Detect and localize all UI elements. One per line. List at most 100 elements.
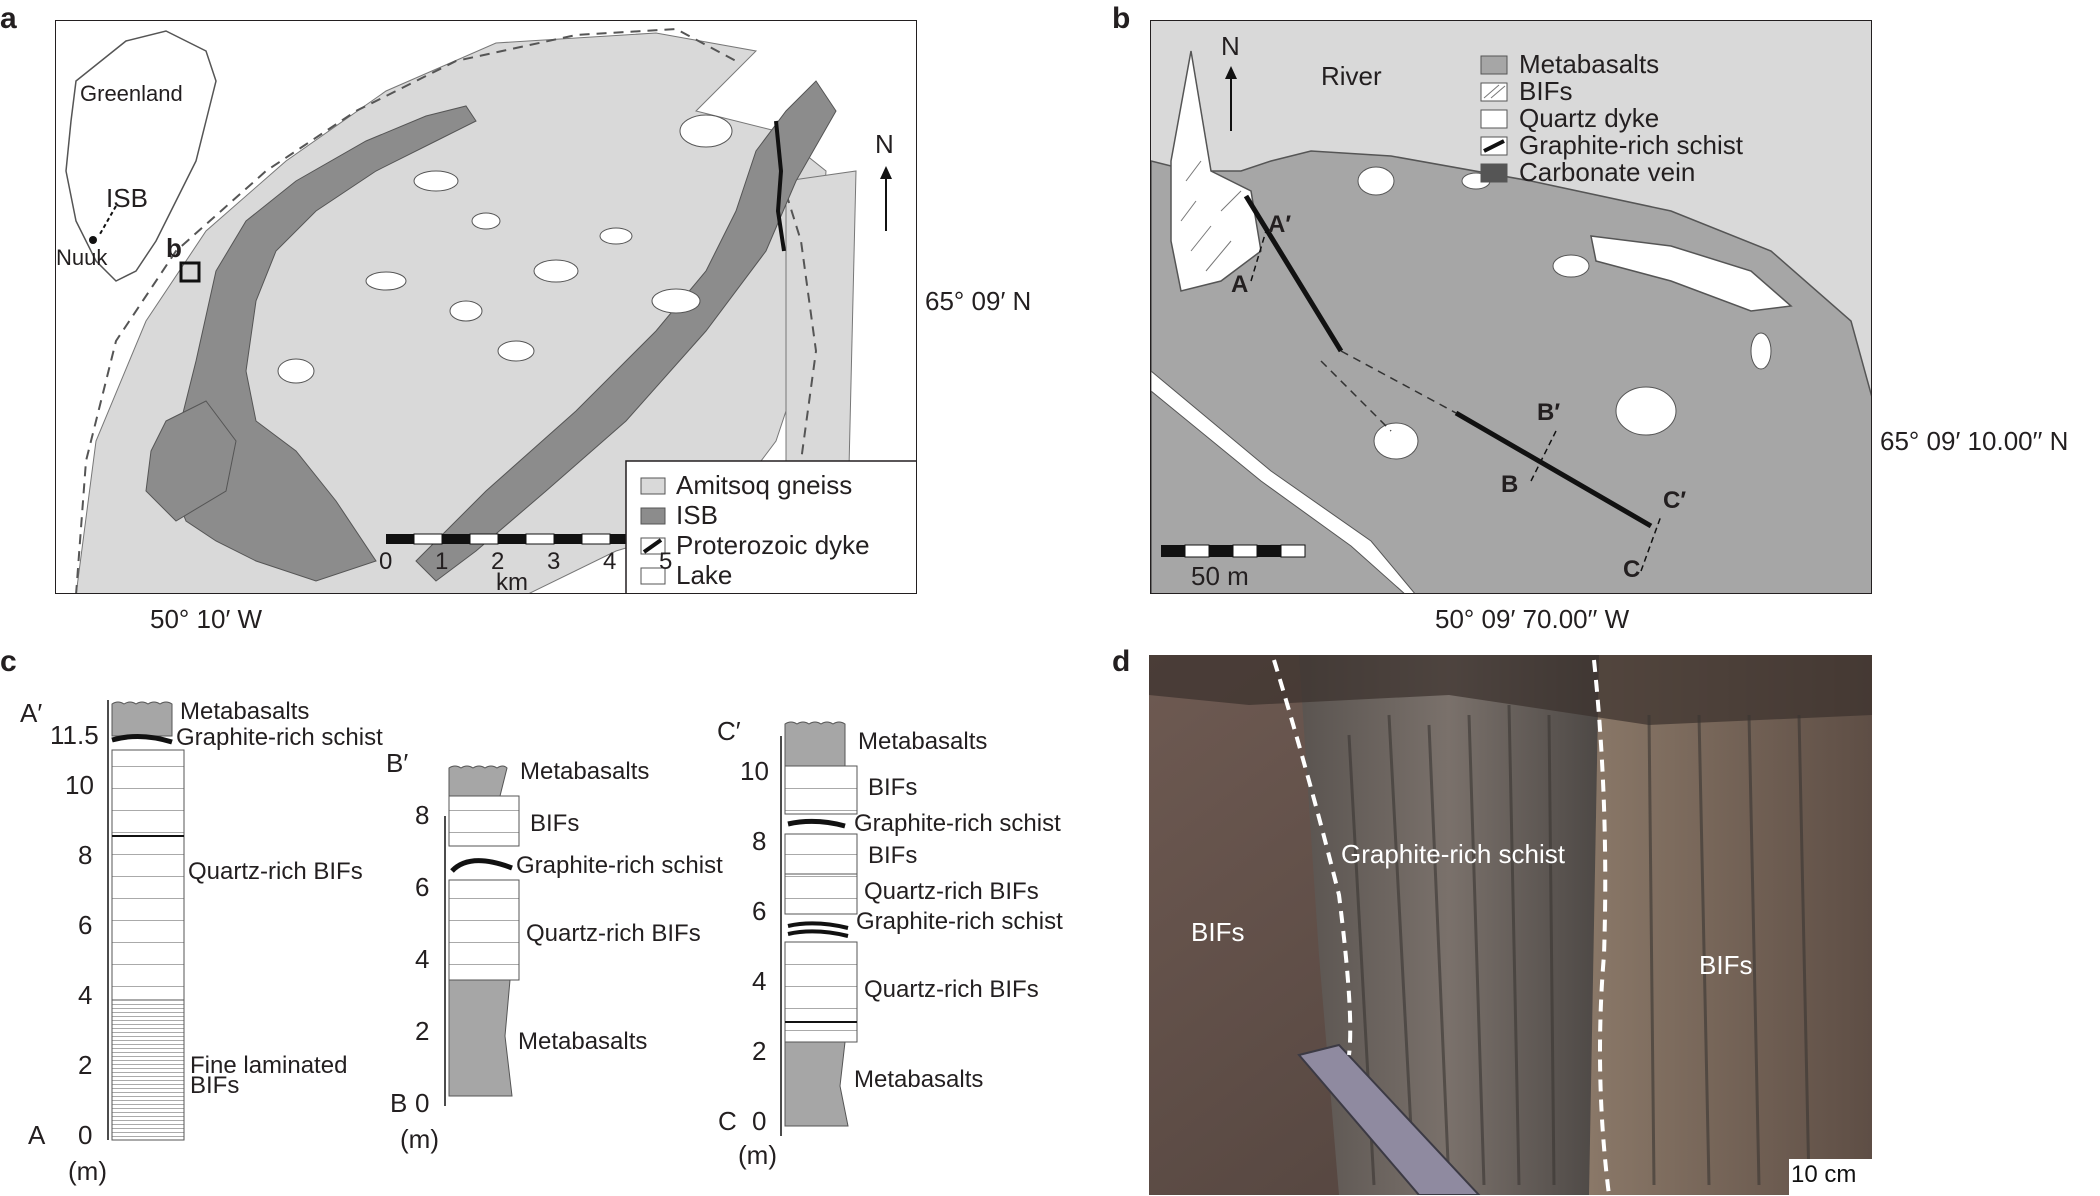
col-c-graphite-2: [787, 921, 849, 930]
col-c-label-bifs-1: BIFs: [868, 774, 918, 801]
col-c-quartz-bifs-1: [784, 873, 858, 915]
photo-label-graphite-schist: Graphite-rich schist: [1341, 839, 1565, 869]
col-a-tick-4: 4: [78, 980, 93, 1010]
legend-gneiss-swatch: [640, 477, 666, 495]
panel-d-letter: d: [1112, 645, 1131, 678]
legend-b-bifs: BIFs: [1519, 76, 1573, 106]
panel-a-longitude: 50° 10′ W: [150, 604, 263, 634]
col-a-graphite: [111, 734, 173, 745]
col-c-tick-6: 6: [752, 896, 767, 926]
col-b-bifs: [448, 795, 520, 847]
legend-a-dyke: Proterozoic dyke: [676, 530, 870, 560]
panel-d-photo: BIFs Graphite-rich schist BIFs 10 cm: [1149, 655, 1872, 1195]
col-c-tick-0: 0: [752, 1106, 767, 1136]
legend-isb-swatch: [640, 507, 666, 525]
legend-lake-swatch: [640, 567, 666, 585]
legend-b-metabasalt: [1480, 55, 1508, 75]
quartz-dyke: [1750, 332, 1772, 370]
scale-tick-2: 2: [491, 548, 505, 575]
greenland-label: Greenland: [80, 81, 183, 106]
panel-b-latitude: 65° 09′ 10.00′′ N: [1880, 426, 2069, 456]
col-a-top: A′: [20, 698, 43, 728]
isb-label: ISB: [106, 183, 148, 213]
scale-bar-b: [1161, 544, 1306, 558]
boundary-dashed: [75, 27, 737, 593]
col-b-tick-4: 4: [415, 944, 430, 974]
legend-b-bif: [1480, 82, 1508, 102]
column-b: [444, 765, 520, 1106]
north-label-b: N: [1221, 31, 1240, 61]
legend-b-quartz: [1480, 109, 1508, 129]
graphite-schist: [1454, 410, 1653, 529]
col-b-label-bifs: BIFs: [530, 810, 580, 837]
panel-a-letter: a: [0, 2, 17, 35]
col-c-label-quartz-bifs-1: Quartz-rich BIFs: [864, 878, 1039, 905]
legend-b-graphite-schist: Graphite-rich schist: [1519, 130, 1743, 160]
legend-b-quartz-dyke: Quartz dyke: [1519, 103, 1660, 133]
bif-left: [1170, 50, 1262, 292]
panel-b-longitude: 50° 09′ 70.00′′ W: [1435, 604, 1630, 634]
contact-left: [1272, 659, 1353, 1056]
col-a-label-fine: Fine laminated: [190, 1052, 348, 1079]
col-c-metabasalt-top: [784, 721, 846, 767]
graphite-schist-dashed: [1340, 350, 1457, 414]
section-a: [1250, 230, 1267, 282]
col-c-bifs-2: [784, 833, 858, 875]
col-b-label-quartz-bifs: Quartz-rich BIFs: [526, 920, 701, 947]
scale-bar-a: [386, 533, 667, 545]
col-a-quartz-bifs: [111, 749, 185, 1001]
bif-small: [1373, 422, 1419, 460]
boundary-dashed-right: [775, 160, 818, 593]
col-c-unit: (m): [738, 1140, 777, 1170]
col-b-label-metabasalts-top: Metabasalts: [520, 758, 650, 785]
col-a-label-quartz-bifs: Quartz-rich BIFs: [188, 858, 363, 885]
point-c-prime: C′: [1663, 487, 1687, 514]
col-a-tick-0: 0: [78, 1120, 93, 1150]
lake: [599, 227, 633, 245]
col-c-label-bifs-2: BIFs: [868, 842, 918, 869]
col-a-tick-8: 8: [78, 840, 93, 870]
col-a-fine-bifs: [111, 999, 185, 1141]
col-a-tick-2: 2: [78, 1050, 93, 1080]
col-c-tick-8: 8: [752, 826, 767, 856]
greenland-outline: [65, 30, 217, 282]
quartz-dyke: [1151, 370, 1415, 593]
legend-b-carbonate: [1480, 163, 1508, 183]
col-a-unit: (m): [68, 1156, 107, 1186]
schist-zone: [1299, 655, 1599, 1195]
bif-right: [1590, 235, 1793, 312]
point-a-prime: A′: [1268, 211, 1292, 238]
lake: [651, 288, 701, 314]
scale-tick-1: 1: [435, 548, 449, 575]
col-b-top: B′: [386, 748, 409, 778]
panel-a-map-drawing: [65, 27, 916, 593]
fallen-fragment: [1297, 1043, 1481, 1195]
col-c-bottom: C: [718, 1106, 737, 1136]
north-arrow-a-head: [880, 166, 892, 179]
col-a-metabasalt: [111, 701, 173, 737]
col-b-bottom: B: [390, 1088, 408, 1118]
panel-c-columns: [107, 700, 858, 1141]
col-c-label-graphite-1: Graphite-rich schist: [854, 810, 1061, 837]
panel-c-letter: c: [0, 645, 17, 678]
scale-tick-4: 4: [603, 548, 617, 575]
panel-d-photo-drawing: [1149, 655, 1872, 1195]
col-c-graphite-1: [787, 818, 846, 829]
col-c-label-metabasalts-bottom: Metabasalts: [854, 1066, 984, 1093]
isb-southwest-lobe: [145, 400, 237, 522]
col-b-graphite: [450, 858, 513, 873]
quartz-dyke: [1552, 254, 1590, 278]
point-b-prime: B′: [1537, 399, 1561, 426]
scale-unit-km: km: [496, 569, 528, 594]
legend-a-gneiss: Amitsoq gneiss: [676, 470, 853, 500]
col-b-tick-2: 2: [415, 1016, 430, 1046]
col-c-top: C′: [717, 716, 741, 746]
location-box-b: [179, 261, 201, 283]
lake: [365, 271, 407, 291]
photo-label-bifs-left: BIFs: [1191, 917, 1245, 947]
col-c-metabasalt-bottom: [784, 1041, 849, 1127]
lake: [413, 170, 459, 192]
panel-a-map: Greenland ISB Nuuk b N 0 1 2 3 4 5 km Am…: [55, 20, 917, 594]
graphite-schist-dashed: [1320, 360, 1392, 432]
proterozoic-dyke: [774, 120, 786, 252]
